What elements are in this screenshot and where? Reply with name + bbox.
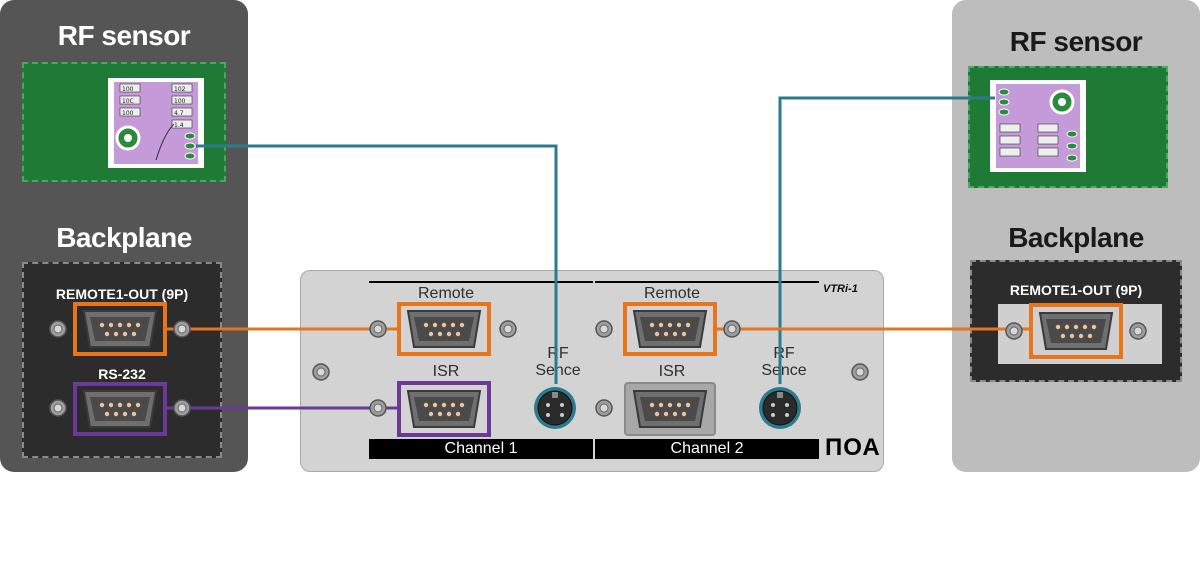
left-backplane-box: REMOTE1-OUT (9P) RS-232 — [22, 262, 222, 458]
ch2-isr-label: ISR — [658, 363, 686, 380]
pcb-silk-4: 102 — [174, 86, 186, 93]
right-unit-panel: RF sensor Backplane REMOTE1-OUT (9P) — [952, 0, 1200, 472]
channel-1-bar: Channel 1 — [369, 439, 593, 459]
ch1-isr-label: ISR — [432, 363, 460, 380]
right-rf-sensor-board — [968, 66, 1168, 188]
model-label: VTRi-1 — [823, 283, 858, 295]
pcb-silk-2: 10C — [122, 98, 134, 105]
ch1-remote-label: Remote — [417, 285, 475, 302]
right-remote-label: REMOTE1-OUT (9P) — [1009, 282, 1143, 298]
right-rf-sensor-chip — [990, 80, 1086, 172]
left-backplane-title: Backplane — [56, 222, 192, 253]
vtri-front-panel: VTRi-1 Remote Remote ISR ISR RF Sence RF… — [300, 270, 884, 472]
right-backplane-title: Backplane — [1008, 222, 1144, 253]
pcb-silk-5: 100 — [174, 98, 186, 105]
ch2-rf-sense-label: RF Sence — [761, 345, 807, 379]
ch2-remote-label: Remote — [643, 285, 701, 302]
ch1-rf-sense-label: RF Sence — [535, 345, 581, 379]
left-rf-sensor-chip: 100 10C 100 102 100 4.7 1.4 — [108, 78, 204, 168]
brand-logo: ПОА — [825, 434, 881, 461]
pcb-silk-3: 100 — [122, 110, 134, 117]
pcb-silk-1: 100 — [122, 86, 134, 93]
pcb-silk-6: 4.7 — [174, 110, 184, 117]
channel-2-bar: Channel 2 — [595, 439, 819, 459]
left-rf-sensor-board: 100 10C 100 102 100 4.7 1.4 — [22, 62, 226, 182]
left-rf-sensor-title: RF sensor — [57, 20, 191, 51]
left-unit-panel: RF sensor 100 10C 100 102 100 4.7 1.4 — [0, 0, 248, 472]
right-backplane-box: REMOTE1-OUT (9P) — [970, 260, 1182, 382]
left-rs232-label: RS-232 — [98, 366, 146, 382]
pcb-silk-7: 1.4 — [174, 122, 184, 129]
left-remote-label: REMOTE1-OUT (9P) — [55, 286, 189, 302]
right-rf-sensor-title: RF sensor — [1009, 26, 1143, 57]
